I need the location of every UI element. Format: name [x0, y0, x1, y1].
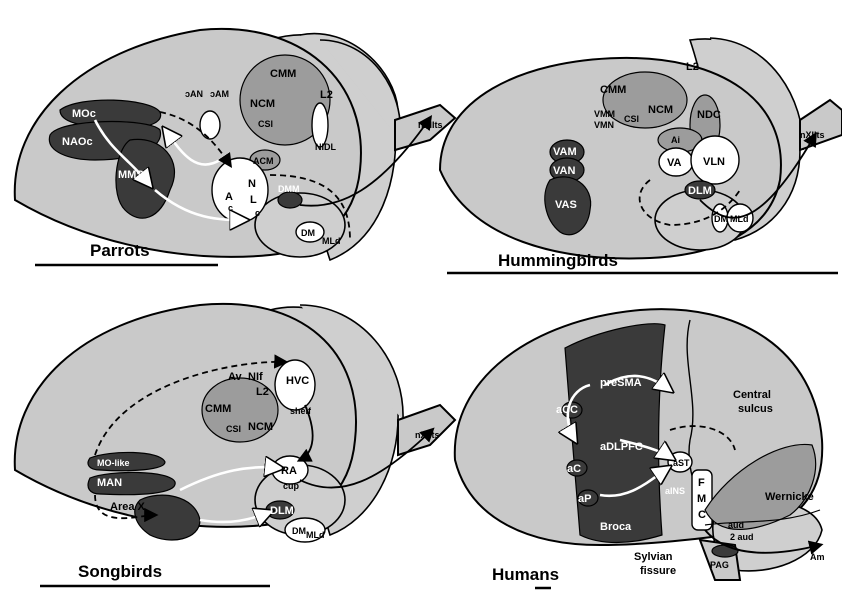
parrot-label-l: L — [250, 194, 257, 206]
hummingbird-label-nxiits: nXIIts — [800, 130, 825, 140]
human-label-wernicke: Wernicke — [765, 491, 814, 503]
parrot-label-naoc: NAOc — [62, 136, 93, 148]
panel-songbirds: Av NIf L2 HVC CMM CSl NCM shelf MO-like … — [15, 304, 455, 586]
parrot-label-ncm: NCM — [250, 98, 275, 110]
human-label-acc: aCC — [556, 404, 578, 416]
parrot-label-c2: c — [255, 208, 260, 218]
human-label-ains: aINS — [665, 486, 685, 496]
hummingbird-label-csl: CSl — [624, 114, 639, 124]
parrot-nidl — [312, 103, 328, 147]
parrot-label-cmm: CMM — [270, 68, 296, 80]
songbird-label-areax: Area X — [110, 501, 146, 513]
songbird-label-man: MAN — [97, 477, 122, 489]
parrot-label-n: N — [248, 178, 256, 190]
hummingbird-label-van: VAN — [553, 165, 575, 177]
songbird-label-cup: cup — [283, 481, 300, 491]
songbird-label-l2: L2 — [256, 386, 269, 398]
songbird-title: Songbirds — [78, 562, 162, 581]
parrot-label-l2: L2 — [320, 89, 333, 101]
songbird-label-nxiits: nXIIts — [415, 430, 440, 440]
human-label-pag: PAG — [710, 560, 729, 570]
panel-humans: preSMA aCC aDLPFC aC aP aST F M C aINS B… — [455, 309, 825, 588]
hummingbird-label-vam: VAM — [553, 146, 577, 158]
human-label-ac: aC — [567, 463, 581, 475]
songbird-label-csl: CSl — [226, 424, 241, 434]
songbird-label-molike: MO-like — [97, 458, 130, 468]
hummingbird-label-vmm: VMM — [594, 109, 615, 119]
parrot-label-a: A — [225, 191, 233, 203]
parrot-label-oan: ɔAN — [185, 89, 203, 99]
songbird-label-nif: NIf — [248, 371, 263, 383]
human-label-central-2: sulcus — [738, 403, 773, 415]
panel-parrots: MOc NAOc MMSt ɔAN ɔAM CMM NCM CSl L2 NID… — [15, 29, 455, 265]
hummingbird-label-mld: MLd — [730, 214, 749, 224]
human-label-fmc-f: F — [698, 477, 705, 489]
human-label-aud2: 2 aud — [730, 532, 754, 542]
hummingbird-label-ai: Ai — [671, 135, 680, 145]
human-label-ap: aP — [578, 493, 591, 505]
parrot-label-mld: MLd — [322, 236, 341, 246]
human-label-broca: Broca — [600, 521, 632, 533]
parrot-label-dm: DM — [301, 228, 315, 238]
songbird-label-dm: DM — [292, 526, 306, 536]
hummingbird-label-ncm: NCM — [648, 104, 673, 116]
hummingbird-title: Hummingbirds — [498, 251, 618, 270]
songbird-label-dlm: DLM — [270, 505, 294, 517]
human-pag — [712, 545, 738, 557]
songbird-label-av: Av — [228, 371, 243, 383]
human-label-presma: preSMA — [600, 377, 642, 389]
hummingbird-label-ndc: NDC — [697, 109, 721, 121]
parrot-label-nidl: NIDL — [315, 142, 336, 152]
songbird-label-hvc: HVC — [286, 375, 309, 387]
human-title: Humans — [492, 565, 559, 584]
parrot-label-mmst: MMSt — [118, 169, 148, 181]
hummingbird-label-va: VA — [667, 157, 682, 169]
parrot-title: Parrots — [90, 241, 150, 260]
parrot-label-oam: ɔAM — [210, 89, 229, 99]
human-label-aud: aud — [728, 520, 744, 530]
parrot-oam — [200, 111, 220, 139]
human-label-ast: aST — [673, 458, 690, 468]
hummingbird-label-vas: VAS — [555, 199, 577, 211]
hummingbird-label-dm: DM — [714, 214, 728, 224]
parrot-dmm — [278, 192, 302, 208]
human-label-sylvian-1: Sylvian — [634, 551, 673, 563]
hummingbird-cmm-region — [603, 72, 687, 128]
songbird-label-cmm: CMM — [205, 403, 231, 415]
parrot-label-nxiits: nXIIts — [418, 120, 443, 130]
parrot-label-c1: c — [228, 203, 233, 213]
songbird-label-ncm: NCM — [248, 421, 273, 433]
hummingbird-brainstem — [800, 100, 842, 150]
hummingbird-label-dlm: DLM — [688, 185, 712, 197]
human-broca-adlpfc-band — [565, 324, 665, 543]
human-label-sylvian-2: fissure — [640, 565, 676, 577]
parrot-label-dmm: DMM — [278, 184, 300, 194]
hummingbird-label-vln: VLN — [703, 156, 725, 168]
human-label-amb: Am — [810, 552, 825, 562]
hummingbird-label-cmm: CMM — [600, 84, 626, 96]
human-label-fmc-c: C — [698, 509, 706, 521]
human-label-adlpfc: aDLPFC — [600, 441, 643, 453]
songbird-label-mld: MLd — [306, 530, 325, 540]
parrot-label-acm: ACM — [253, 156, 274, 166]
human-label-fmc-m: M — [697, 493, 706, 505]
human-label-central-1: Central — [733, 389, 771, 401]
hummingbird-label-l2: L2 — [686, 61, 699, 73]
panel-hummingbirds: CMM L2 NCM VMM VMN CSl NDC Ai VA VLN VAM… — [440, 38, 842, 273]
parrot-label-csl: CSl — [258, 119, 273, 129]
songbird-label-shelf: shelf — [290, 406, 312, 416]
parrot-label-moc: MOc — [72, 108, 96, 120]
songbird-label-ra: RA — [281, 465, 297, 477]
hummingbird-label-vmn: VMN — [594, 120, 614, 130]
